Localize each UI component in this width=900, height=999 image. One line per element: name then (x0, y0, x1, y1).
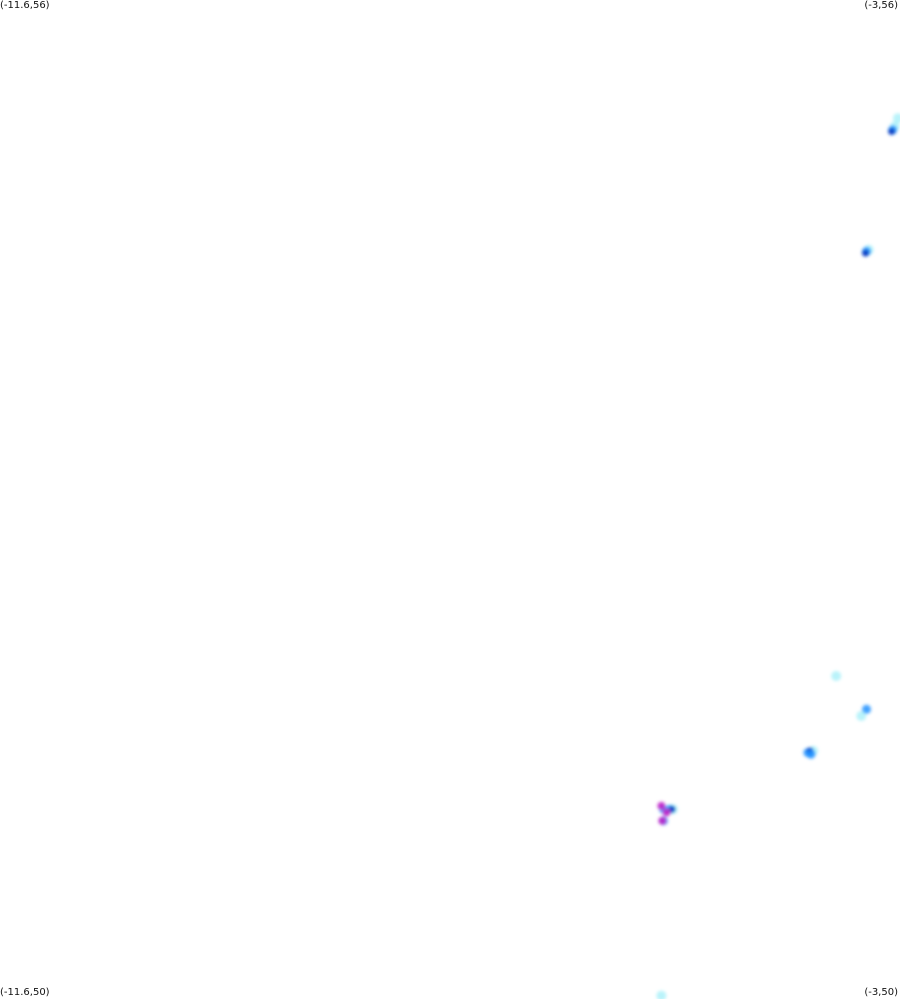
density-point (862, 249, 869, 257)
density-cluster (888, 113, 900, 135)
density-point (658, 816, 667, 825)
corner-label-top-right: (-3,56) (864, 0, 898, 11)
density-point (888, 128, 896, 135)
density-point (806, 749, 816, 759)
density-point (856, 711, 867, 721)
cluster-group (656, 113, 900, 999)
density-cluster (656, 990, 667, 999)
corner-label-bottom-left: (-11.6,50) (0, 987, 50, 998)
corner-label-top-left: (-11.6,56) (0, 0, 50, 11)
density-cluster (803, 745, 819, 759)
density-point (862, 704, 871, 714)
density-point (831, 671, 842, 681)
density-cluster (856, 704, 871, 721)
density-point (892, 113, 900, 124)
density-point (656, 990, 667, 999)
density-cluster (862, 244, 874, 257)
density-point (662, 808, 671, 817)
density-cluster (657, 801, 678, 826)
corner-label-bottom-right: (-3,50) (864, 987, 898, 998)
density-point (657, 801, 666, 810)
density-cluster (831, 671, 842, 681)
